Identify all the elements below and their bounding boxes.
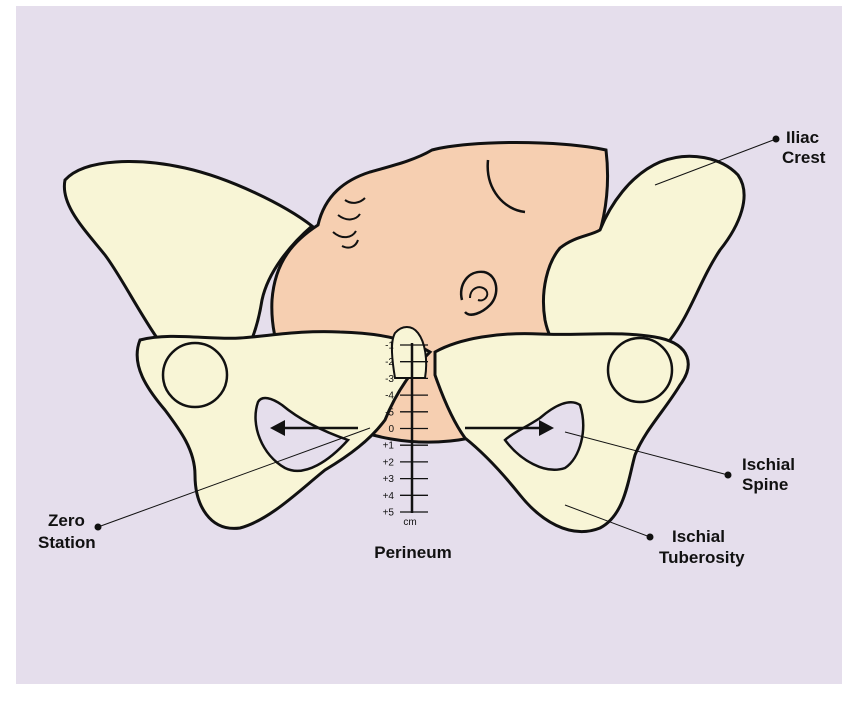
scale-tick-label: +3 bbox=[383, 474, 395, 485]
ischial-spine-dot bbox=[725, 472, 732, 479]
scale-tick-label: 0 bbox=[388, 424, 394, 435]
zero-station-dot bbox=[95, 524, 102, 531]
label-ischial-spine-2: Spine bbox=[742, 475, 788, 494]
label-iliac-crest-1: Iliac bbox=[786, 128, 819, 147]
ischial-tuberosity-dot bbox=[647, 534, 654, 541]
scale-tick-label: +5 bbox=[383, 508, 395, 519]
label-ischial-spine-1: Ischial bbox=[742, 455, 795, 474]
scale-tick-label: +1 bbox=[383, 441, 395, 452]
label-perineum: Perineum bbox=[374, 543, 451, 562]
scale-tick-label: -2 bbox=[385, 357, 394, 368]
scale-tick-label: +2 bbox=[383, 457, 395, 468]
left-acetabulum bbox=[163, 343, 227, 407]
scale-tick-label: -3 bbox=[385, 374, 394, 385]
label-iliac-crest-2: Crest bbox=[782, 148, 826, 167]
scale-tick-label: +4 bbox=[383, 491, 395, 502]
scale-tick-label: -5 bbox=[385, 407, 394, 418]
iliac-crest-dot bbox=[773, 136, 780, 143]
label-ischial-tuberosity-1: Ischial bbox=[672, 527, 725, 546]
label-zero-station-1: Zero bbox=[48, 511, 85, 530]
right-acetabulum bbox=[608, 338, 672, 402]
scale-unit: cm bbox=[403, 517, 416, 528]
scale-tick-label: -4 bbox=[385, 391, 394, 402]
label-zero-station-2: Station bbox=[38, 533, 96, 552]
scale-tick-label: -1 bbox=[385, 341, 394, 352]
label-ischial-tuberosity-2: Tuberosity bbox=[659, 548, 745, 567]
